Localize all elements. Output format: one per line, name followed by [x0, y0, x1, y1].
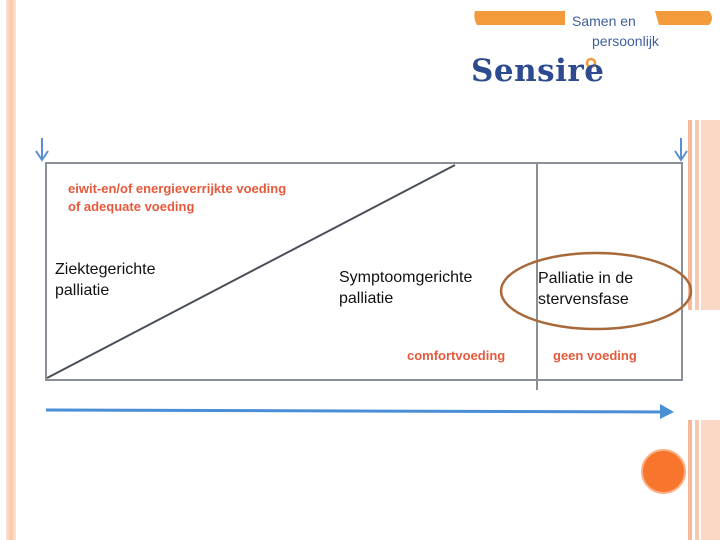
end-arrow-icon	[674, 138, 688, 162]
top-nutrition-label: eiwit-en/of energieverrijkte voeding of …	[68, 180, 286, 216]
sensire-logo: Samen en persoonlijk Sensire	[465, 5, 720, 100]
phase-label-symptom-directed: Symptoomgerichte palliatie	[339, 269, 473, 307]
highlight-oval	[499, 251, 693, 331]
diagonal-nutrition-line	[46, 164, 456, 379]
logo-swoosh-icon	[474, 11, 712, 69]
diagram-frame	[45, 162, 683, 381]
orange-circle-decoration	[641, 449, 686, 494]
logo-tagline-line1: Samen en	[572, 13, 636, 29]
no-nutrition-label: geen voeding	[553, 348, 637, 363]
logo-tagline-line2: persoonlijk	[592, 33, 659, 49]
timeline-arrow	[45, 404, 674, 419]
top-nutrition-label-line1: eiwit-en/of energieverrijkte voeding	[68, 181, 287, 196]
phase-label-dying-phase: Palliatie in de stervensfase	[538, 270, 634, 308]
phase-label-disease-directed: Ziektegerichte palliatie	[55, 261, 156, 299]
logo-tagline: Samen en persoonlijk	[572, 11, 682, 51]
start-arrow-icon	[35, 138, 49, 162]
right-decorative-stripes	[688, 120, 720, 540]
comfort-nutrition-label: comfortvoeding	[407, 348, 506, 363]
left-decorative-stripe	[6, 0, 16, 540]
logo-wordmark: Sensire	[471, 53, 605, 89]
top-nutrition-label-line2: of adequate voeding	[68, 199, 195, 214]
